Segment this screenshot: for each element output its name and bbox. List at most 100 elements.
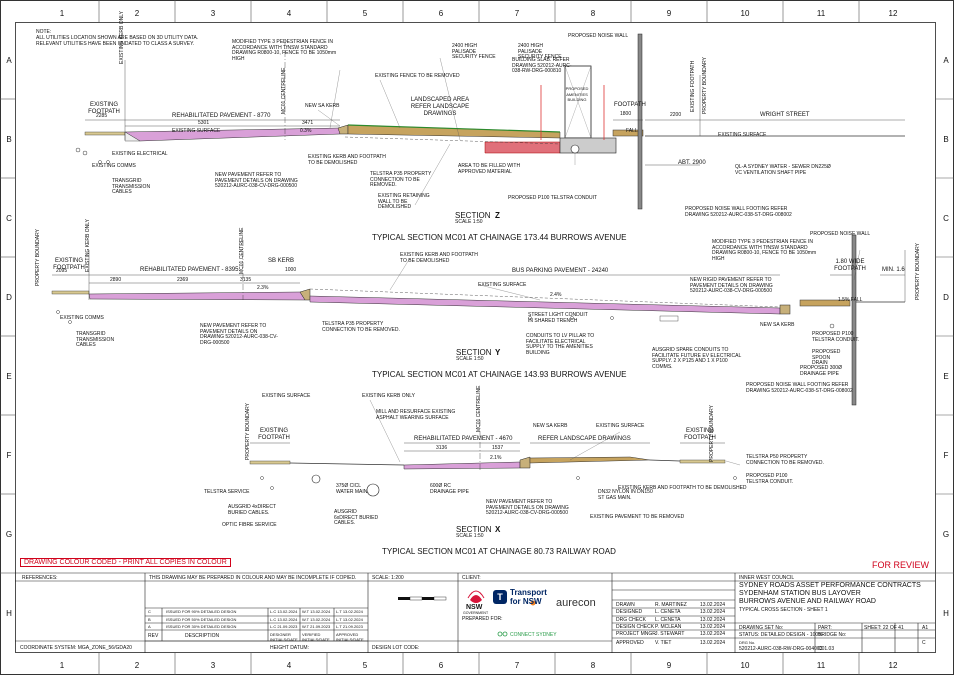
sheet-size: A1	[922, 625, 929, 631]
z-section-letter: Z	[495, 211, 500, 220]
y-new-rigid: NEW RIGID PAVEMENT REFER TO PAVEMENT DET…	[690, 277, 773, 295]
z-palisade-right: 2400 HIGH PALISADE SECURITY FENCE	[518, 43, 562, 61]
drawn-label: DRAWN	[616, 602, 635, 608]
grid-col-label: 9	[666, 9, 672, 18]
y-property-boundary: PROPERTY BOUNDARY	[35, 229, 41, 286]
y-telstra-p35: TELSTRA P35 PROPERTY CONNECTION TO BE RE…	[322, 321, 400, 333]
x-existing-surface: EXISTING SURFACE	[596, 423, 645, 429]
z-existing-kerb-demolished: EXISTING KERB AND FOOTPATH TO BE DEMOLIS…	[308, 154, 386, 166]
colour-coded-stamp: DRAWING COLOUR CODED - PRINT ALL COPIES …	[20, 558, 231, 567]
tfnsw-logo-text: Transport	[510, 588, 547, 597]
grid-row-label: B	[6, 135, 12, 144]
x-telstra-service: TELSTRA SERVICE	[204, 489, 250, 495]
z-mc01-centreline: MC01 CENTRELINE	[281, 67, 287, 114]
grid-row-label-right: B	[943, 135, 949, 144]
project-title-3: BURROWS AVENUE AND RAILWAY ROAD	[739, 598, 876, 605]
y-dim: 2890	[110, 277, 122, 283]
revision-cell-v: W.T 21.09.2023	[302, 624, 331, 629]
grid-row-label: E	[6, 372, 12, 381]
x-dim: 3136	[436, 445, 448, 451]
x-drainage-rc: 600Ø RC DRAINAGE PIPE	[430, 483, 469, 495]
approved-label: APPROVED	[616, 640, 644, 646]
y-scale: SCALE 1:50	[456, 356, 484, 362]
x-existing-footpath: EXISTING FOOTPATH	[258, 428, 290, 441]
grid-col-label-bottom: 2	[134, 661, 140, 670]
grid-row-label-right: C	[943, 214, 949, 223]
z-section-title: TYPICAL SECTION MC01 AT CHAINAGE 173.44 …	[372, 233, 627, 242]
x-mc01-centreline: MC01 CENTRELINE	[476, 385, 482, 432]
rev-head-verified: VERIFIED INITIALS/DATE	[302, 632, 330, 642]
y-section-title: TYPICAL SECTION MC01 AT CHAINAGE 143.93 …	[372, 370, 627, 379]
aurecon-logo-dot	[530, 600, 536, 606]
grid-row-label-right: A	[943, 56, 949, 65]
y-new-sa-kerb: NEW SA KERB	[760, 322, 795, 328]
y-existing-footpath: EXISTING FOOTPATH	[53, 258, 85, 271]
designed-date: 13.02.2024	[700, 609, 726, 615]
grid-col-label-bottom: 11	[816, 661, 826, 670]
y-dim: 2369	[177, 277, 189, 283]
x-telstra-p50: TELSTRA P50 PROPERTY CONNECTION TO BE RE…	[746, 454, 824, 466]
x-existing-pavement-removed: EXISTING PAVEMENT TO BE REMOVED	[590, 514, 685, 520]
grid-row-label: A	[6, 56, 12, 65]
z-dim: 2200	[670, 112, 682, 118]
grid-row-label: C	[6, 214, 12, 223]
y-existing-kerb-demolished: EXISTING KERB AND FOOTPATH TO BE DEMOLIS…	[400, 252, 478, 264]
y-property-boundary-right: PROPERTY BOUNDARY	[915, 243, 921, 300]
z-modified-fence: MODIFIED TYPE 3 PEDESTRIAN FENCE IN ACCO…	[232, 39, 337, 62]
grid-row-label: D	[6, 293, 12, 302]
revision-cell-rev: B	[148, 616, 151, 622]
z-scale: SCALE 1:50	[455, 219, 483, 225]
grid-col-label-bottom: 6	[438, 661, 444, 670]
grid-col-label-bottom: 4	[286, 661, 292, 670]
sheet-number: SHEET: 22 OF 41	[864, 625, 904, 631]
y-street-light: STREET LIGHT CONDUIT IN SHARED TRENCH	[528, 312, 588, 324]
x-dim: 1537	[492, 445, 504, 451]
z-ql-a: QL-A SYDNEY WATER - SEWER DN225Ø VC VENT…	[735, 164, 831, 176]
grid-col-label-bottom: 1	[59, 661, 65, 670]
design-check-name: P. MCLEAN	[655, 624, 682, 630]
designed-label: DESIGNED	[616, 609, 643, 615]
grid-col-label-bottom: 7	[514, 661, 520, 670]
drawing-number: 520212-AURC-038-RW-DRG-004003	[739, 646, 823, 652]
section-x-linework	[249, 420, 737, 497]
z-telstra-p35: TELSTRA P35 PROPERTY CONNECTION TO BE RE…	[370, 171, 432, 189]
z-noise-footing: PROPOSED NOISE WALL FOOTING REFER DRAWIN…	[685, 206, 792, 218]
z-existing-electrical: EXISTING ELECTRICAL	[112, 151, 168, 157]
z-new-pavement: NEW PAVEMENT REFER TO PAVEMENT DETAILS O…	[215, 172, 298, 190]
x-ausgrid-indirect: AUSGRID 4xDIRECT BURIED CABLES.	[228, 504, 276, 516]
y-wide-footpath: 1.80 WIDE FOOTPATH	[834, 259, 866, 272]
design-check-date: 13.02.2024	[700, 624, 726, 630]
z-existing-surface: EXISTING SURFACE	[172, 128, 221, 134]
colour-note: THIS DRAWING MAY BE PREPARED IN COLOUR A…	[149, 575, 357, 581]
z-landscaped-area: LANDSCAPED AREA REFER LANDSCAPE DRAWINGS	[410, 97, 470, 117]
grid-col-label-bottom: 9	[666, 661, 672, 670]
y-section-label: SECTION	[456, 348, 492, 357]
x-refer-landscape: REFER LANDSCAPE DRAWINGS	[538, 436, 631, 442]
rev-head-approved: APPROVED INITIALS/DATE	[336, 632, 364, 642]
project-mngr-date: 13.02.2024	[700, 631, 726, 637]
grid-row-label-right: H	[943, 609, 949, 618]
y-bus-parking: BUS PARKING PAVEMENT - 24240	[512, 268, 609, 274]
drg-check-name: L. CENETA	[655, 617, 681, 623]
x-water-main: 375Ø CICL WATER MAIN.	[336, 483, 369, 495]
section-y-linework	[51, 234, 906, 406]
revision-cell-v: W.T 13.02.2024	[302, 616, 331, 622]
z-wright-street: WRIGHT STREET	[760, 112, 810, 118]
z-proposed-amenities: PROPOSED AMENITIES BUILDING	[565, 86, 589, 103]
revision-cell-d: L.C 13.02.2024	[270, 616, 298, 622]
z-new-sa-kerb: NEW SA KERB	[305, 103, 340, 109]
grid-col-label: 3	[210, 9, 216, 18]
grid-col-label: 6	[438, 9, 444, 18]
y-transgrid: TRANSGRID TRANSMISSION CABLES	[76, 331, 115, 349]
grid-col-label-bottom: 5	[362, 661, 368, 670]
rev-head-designer: DESIGNER INITIALS/DATE	[270, 632, 298, 642]
y-existing-comms: EXISTING COMMS	[60, 315, 104, 321]
grid-row-label-right: D	[943, 293, 949, 302]
x-section-label: SECTION	[456, 525, 492, 534]
y-spoon-drain: PROPOSED SPOON DRAIN	[812, 349, 841, 367]
y-dim: 3135	[240, 277, 252, 283]
x-existing-kerb-demolished: EXISTING KERB AND FOOTPATH TO BE DEMOLIS…	[618, 485, 747, 491]
grid-row-label: H	[6, 609, 12, 618]
z-existing-fence-removed: EXISTING FENCE TO BE REMOVED	[375, 73, 460, 79]
